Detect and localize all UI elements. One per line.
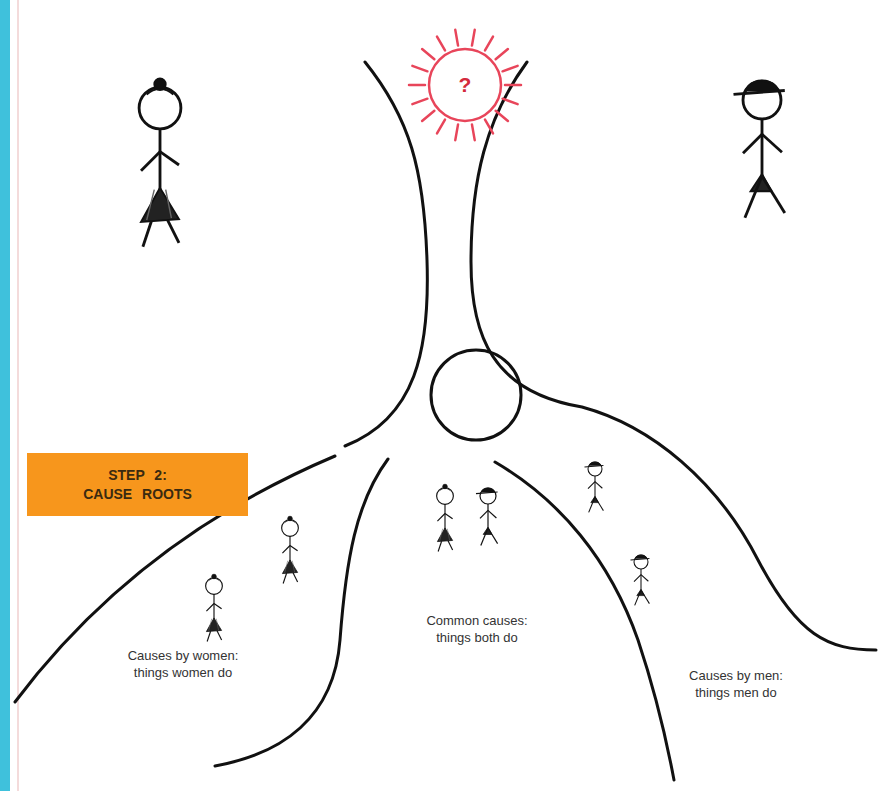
step-title: STEP 2: CAUSE ROOTS bbox=[82, 466, 194, 502]
sun-ray bbox=[472, 30, 475, 46]
sun-ray bbox=[503, 99, 518, 104]
sun-ray bbox=[496, 49, 508, 59]
sun-ray bbox=[505, 84, 521, 87]
sun-ray bbox=[412, 99, 427, 104]
trunk-right bbox=[471, 62, 876, 650]
sun-ray bbox=[455, 124, 458, 140]
man-figure bbox=[734, 81, 785, 218]
woman-figure bbox=[206, 574, 223, 641]
sun-ray bbox=[485, 120, 493, 134]
question-mark: ? bbox=[459, 73, 472, 97]
sun-ray bbox=[485, 37, 493, 51]
man-figure bbox=[585, 462, 604, 512]
man-figure bbox=[476, 488, 498, 546]
man-figure bbox=[631, 555, 650, 605]
sun-ray bbox=[422, 49, 434, 59]
root-label: Causes by women: things women do bbox=[124, 648, 242, 682]
step-banner: STEP 2: CAUSE ROOTS bbox=[27, 453, 248, 516]
margin-line bbox=[18, 0, 19, 791]
woman-figure bbox=[437, 484, 454, 551]
sun-ray bbox=[472, 124, 475, 140]
root-label: Common causes: things both do bbox=[421, 613, 533, 647]
trunk-left bbox=[345, 62, 427, 446]
woman-figure bbox=[139, 79, 181, 247]
sun-ray bbox=[455, 30, 458, 46]
root-label: Causes by men: things men do bbox=[684, 668, 788, 702]
sun-ray bbox=[412, 66, 427, 71]
trunk-circle bbox=[431, 350, 521, 440]
sun-ray bbox=[437, 37, 445, 51]
side-bar bbox=[0, 0, 10, 791]
woman-figure bbox=[282, 516, 299, 583]
sun-ray bbox=[409, 84, 425, 87]
sun-ray bbox=[422, 111, 434, 121]
sun-ray bbox=[496, 111, 508, 121]
sun-ray bbox=[503, 66, 518, 71]
sun-node: ? bbox=[405, 25, 525, 145]
sun-ray bbox=[437, 120, 445, 134]
sun-circle bbox=[429, 49, 501, 121]
